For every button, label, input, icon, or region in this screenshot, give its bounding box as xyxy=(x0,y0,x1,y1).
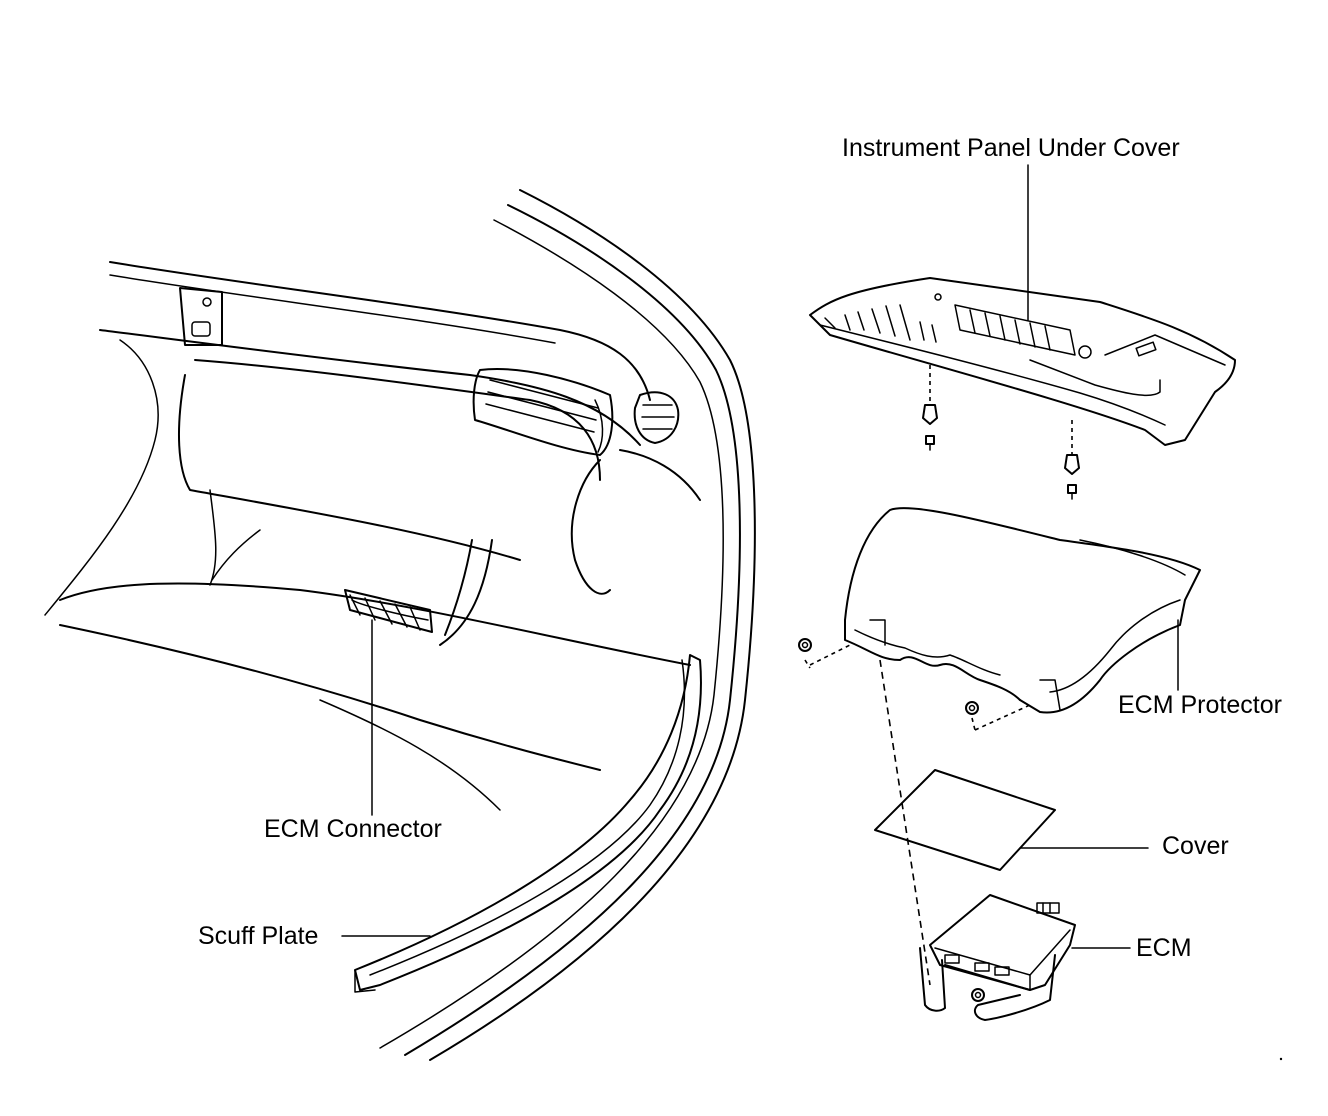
label-cover: Cover xyxy=(1162,832,1229,860)
label-instrument-panel-under-cover: Instrument Panel Under Cover xyxy=(842,134,1180,162)
ecm-connector-drawing xyxy=(344,589,433,633)
instrument-panel-under-cover-drawing xyxy=(809,164,1236,446)
label-ecm-protector: ECM Protector xyxy=(1118,691,1282,719)
speck-mark xyxy=(1279,1057,1283,1061)
clips-and-screws xyxy=(922,365,1080,500)
label-scuff-plate: Scuff Plate xyxy=(198,922,319,950)
ecm-protector-drawing xyxy=(798,507,1201,731)
cover-drawing xyxy=(874,769,1149,871)
ecm-drawing xyxy=(919,894,1131,1021)
label-ecm-connector: ECM Connector xyxy=(264,815,442,843)
vehicle-interior-illustration xyxy=(44,189,756,1061)
label-ecm: ECM xyxy=(1136,934,1192,962)
scuff-plate-drawing xyxy=(354,654,702,993)
alignment-line xyxy=(879,659,931,986)
